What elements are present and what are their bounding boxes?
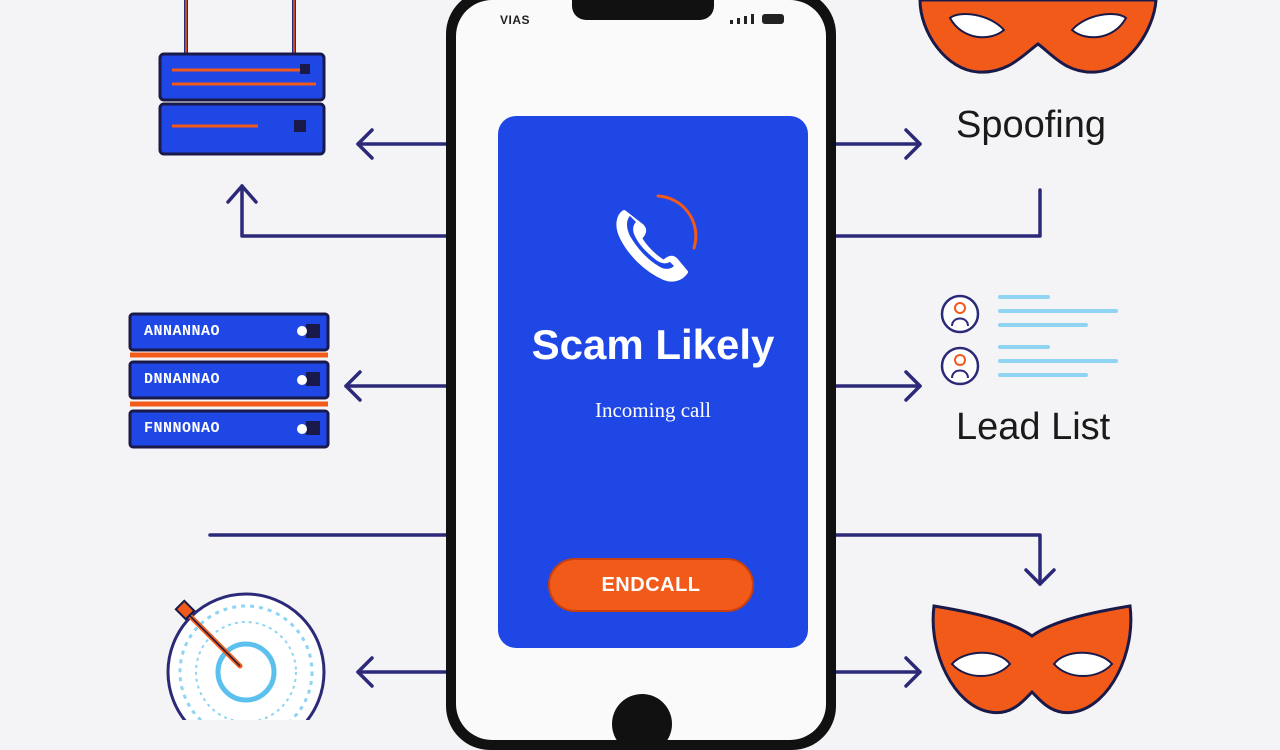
- arrowhead-up: [226, 184, 258, 204]
- radar-dial-icon: [166, 592, 326, 720]
- arrows-left: [208, 128, 448, 688]
- caller-id-title: Scam Likely: [531, 321, 775, 368]
- server-row-label: ANNANNAO: [144, 323, 221, 340]
- contact-icon: [940, 345, 1118, 386]
- spoofing-label: Spoofing: [956, 104, 1107, 146]
- end-call-button[interactable]: ENDCALL: [548, 558, 754, 612]
- server-stack-icon: [158, 0, 326, 156]
- lead-list-label: Lead List: [956, 406, 1111, 448]
- signal-icon: [730, 20, 733, 24]
- signal-icon: [751, 14, 754, 24]
- arrow-up-to-server: [240, 184, 448, 238]
- connector-from-spoofing: [834, 188, 1042, 238]
- arrowhead-right-1: [904, 128, 922, 160]
- phone-icon: [616, 194, 698, 282]
- phone-screen: VIAS Scam Likely Incoming call ENDCALL: [456, 0, 826, 740]
- mask-icon: [931, 604, 1133, 715]
- call-status-text: Incoming call: [594, 398, 712, 422]
- phone-notch: [572, 0, 714, 20]
- signal-icon: [744, 16, 747, 24]
- arrowhead-left-2: [344, 370, 362, 402]
- server-row-label: FNNNONAO: [144, 420, 221, 437]
- home-button[interactable]: [612, 694, 672, 740]
- smartphone: VIAS Scam Likely Incoming call ENDCALL: [446, 0, 836, 750]
- mask-icon: [918, 0, 1158, 74]
- signal-icon: [737, 18, 740, 24]
- diagram-canvas: [128, 0, 1158, 720]
- contact-icon: [940, 294, 1118, 334]
- arrow-down-to-mask: [834, 533, 1042, 586]
- arrowhead-right-3: [904, 656, 922, 688]
- server-stack-icon: [128, 312, 330, 449]
- server-row-label: DNNANNAO: [144, 371, 221, 388]
- battery-icon: [762, 14, 784, 24]
- arrowhead-left-3: [356, 656, 374, 688]
- carrier-name: VIAS: [500, 13, 531, 27]
- arrowhead-right-2: [904, 370, 922, 402]
- arrowhead-down: [1024, 568, 1056, 586]
- arrows-right: [834, 128, 1056, 688]
- incoming-call-card: Scam Likely Incoming call ENDCALL: [498, 116, 808, 648]
- status-icons: [730, 14, 784, 24]
- arrowhead-left-1: [356, 128, 374, 160]
